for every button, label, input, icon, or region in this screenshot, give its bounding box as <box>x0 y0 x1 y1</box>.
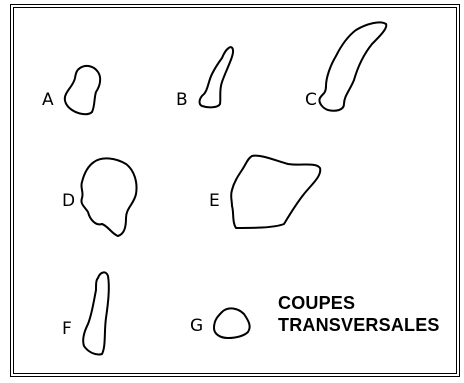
label-f: F <box>62 321 72 338</box>
cross-section-d <box>81 158 136 236</box>
cross-section-a <box>65 66 100 114</box>
cross-section-f <box>83 272 109 354</box>
figure-caption: COUPES TRANSVERSALES <box>278 292 440 336</box>
label-c: C <box>305 92 317 109</box>
cross-section-b <box>200 47 234 107</box>
label-g: G <box>190 318 203 335</box>
cross-section-c <box>319 22 386 110</box>
label-e: E <box>209 193 220 210</box>
cross-section-e <box>231 156 320 228</box>
caption-line-2: TRANSVERSALES <box>278 314 440 336</box>
cross-section-g <box>214 308 250 338</box>
label-a: A <box>42 92 54 109</box>
caption-line-1: COUPES <box>278 292 440 314</box>
label-b: B <box>176 92 188 109</box>
label-d: D <box>62 193 75 210</box>
